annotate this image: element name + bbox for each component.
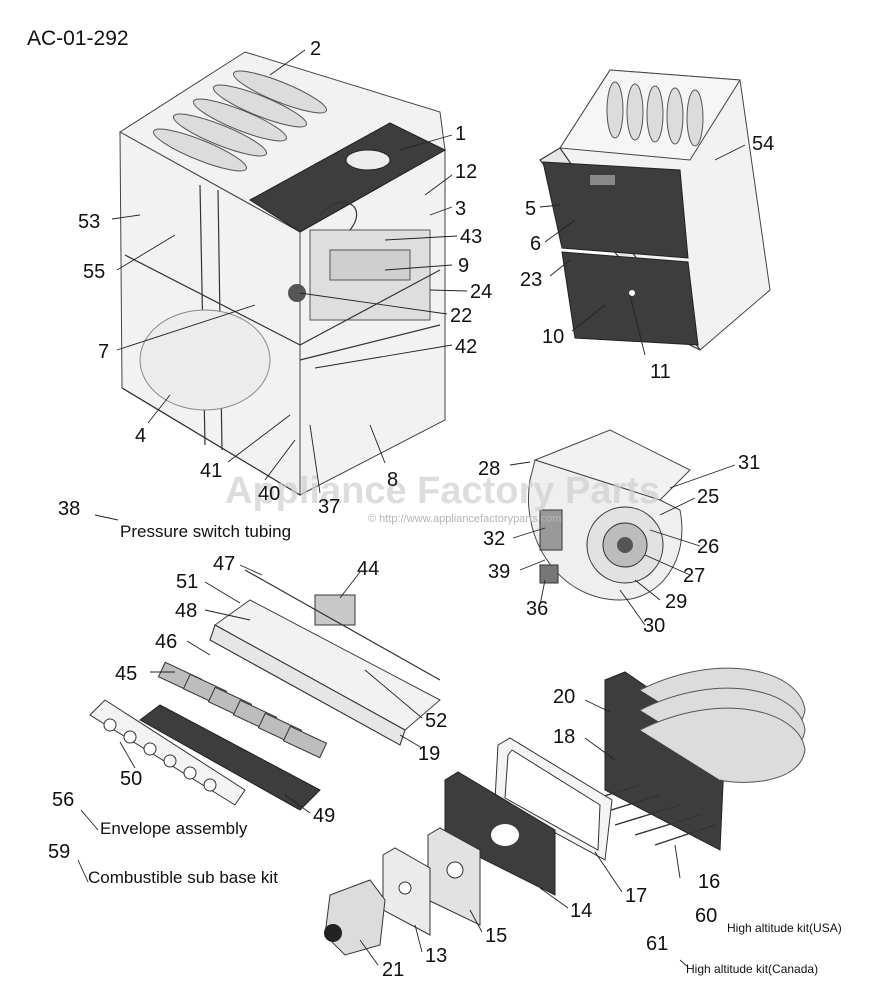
callout-44: 44 (357, 558, 379, 580)
callout-8: 8 (387, 469, 398, 491)
callout-10: 10 (542, 326, 564, 348)
callout-37: 37 (318, 496, 340, 518)
callout-23: 23 (520, 269, 542, 291)
note-61-number: 61 (646, 933, 668, 955)
callout-9: 9 (458, 255, 469, 277)
casing-with-doors-illustration (539, 69, 771, 351)
callout-19: 19 (418, 743, 440, 765)
callout-13: 13 (425, 945, 447, 967)
callout-52: 52 (425, 710, 447, 732)
callout-42: 42 (455, 336, 477, 358)
callout-31: 31 (738, 452, 760, 474)
callout-22: 22 (450, 305, 472, 327)
callout-36: 36 (526, 598, 548, 620)
callout-50: 50 (120, 768, 142, 790)
callout-6: 6 (530, 233, 541, 255)
callout-24: 24 (470, 281, 492, 303)
watermark-url: © http://www.appliancefactoryparts.com (368, 513, 561, 525)
callout-46: 46 (155, 631, 177, 653)
callout-30: 30 (643, 615, 665, 637)
callout-4: 4 (135, 425, 146, 447)
leader-lines (77, 49, 746, 968)
callout-14: 14 (570, 900, 592, 922)
callout-28: 28 (478, 458, 500, 480)
heat-exchanger-illustration (324, 667, 806, 956)
document-code: AC-01-292 (27, 27, 129, 50)
furnace-cabinet-illustration (119, 51, 447, 496)
callout-49: 49 (313, 805, 335, 827)
callout-5: 5 (525, 198, 536, 220)
callout-21: 21 (382, 959, 404, 981)
note-60-text: High altitude kit(USA) (727, 921, 842, 935)
callout-15: 15 (485, 925, 507, 947)
note-60-number: 60 (695, 905, 717, 927)
callout-26: 26 (697, 536, 719, 558)
note-38-number: 38 (58, 498, 80, 520)
watermark-brand: Appliance Factory Parts (225, 470, 660, 512)
callout-3: 3 (455, 198, 466, 220)
callout-1: 1 (455, 123, 466, 145)
note-59-number: 59 (48, 841, 70, 863)
note-61-text: High altitude kit(Canada) (686, 962, 818, 976)
callout-labels: 1 2 3 4 5 6 7 8 9 10 11 12 13 14 15 16 1… (78, 38, 774, 981)
callout-2: 2 (310, 38, 321, 60)
callout-17: 17 (625, 885, 647, 907)
note-59-text: Combustible sub base kit (88, 868, 278, 887)
callout-40: 40 (258, 483, 280, 505)
note-56-number: 56 (52, 789, 74, 811)
callout-54: 54 (752, 133, 774, 155)
burner-assembly-illustration (89, 569, 441, 811)
callout-47: 47 (213, 553, 235, 575)
callout-11: 11 (650, 361, 671, 383)
note-38-text: Pressure switch tubing (120, 522, 291, 541)
callout-12: 12 (455, 161, 477, 183)
note-56-text: Envelope assembly (100, 819, 248, 838)
callout-51: 51 (176, 571, 198, 593)
callout-53: 53 (78, 211, 100, 233)
callout-43: 43 (460, 226, 482, 248)
parts-notes: 38 Pressure switch tubing 56 Envelope as… (48, 498, 842, 976)
callout-32: 32 (483, 528, 505, 550)
callout-27: 27 (683, 565, 705, 587)
callout-25: 25 (697, 486, 719, 508)
callout-7: 7 (98, 341, 109, 363)
callout-41: 41 (200, 460, 222, 482)
callout-16: 16 (698, 871, 720, 893)
callout-18: 18 (553, 726, 575, 748)
callout-39: 39 (488, 561, 510, 583)
callout-29: 29 (665, 591, 687, 613)
callout-48: 48 (175, 600, 197, 622)
callout-55: 55 (83, 261, 105, 283)
blower-assembly-illustration (528, 429, 691, 601)
callout-20: 20 (553, 686, 575, 708)
callout-45: 45 (115, 663, 137, 685)
